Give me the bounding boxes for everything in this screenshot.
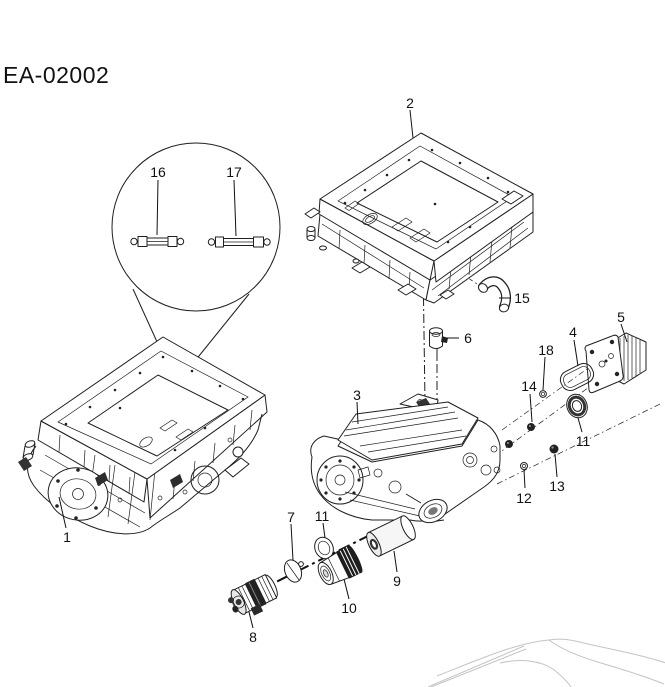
oil-pump-drawing [228, 574, 278, 616]
oil-seal-right-drawing [566, 393, 588, 419]
callout-7[interactable]: 7 [287, 509, 295, 525]
fuse-17-drawing [207, 236, 271, 248]
transaxle-assembly-drawing [310, 393, 501, 524]
callout-12[interactable]: 12 [516, 490, 532, 506]
callout-5[interactable]: 5 [617, 309, 625, 325]
oil-filter-cap-drawing [317, 545, 363, 586]
callout-3[interactable]: 3 [353, 387, 361, 403]
o-ring-18-drawing [539, 390, 547, 398]
cooler-gasket-drawing [559, 362, 595, 392]
callout-8[interactable]: 8 [249, 629, 257, 645]
diagram-code: EA-02002 [3, 62, 110, 88]
callout-15[interactable]: 15 [514, 290, 530, 306]
callout-1[interactable]: 1 [63, 529, 71, 545]
hose-drawing [478, 276, 512, 313]
leader-lines [58, 109, 628, 629]
callout-6[interactable]: 6 [464, 330, 472, 346]
washer-12-drawing [520, 462, 528, 470]
inverter-assembly-drawing [304, 132, 534, 304]
fuse-16-drawing [130, 236, 185, 247]
car-body-outline [427, 638, 665, 687]
plug-13-drawing [549, 444, 559, 454]
callout-16[interactable]: 16 [150, 164, 166, 180]
callout-17[interactable]: 17 [226, 164, 242, 180]
detail-circle [111, 142, 281, 378]
breather-valve-drawing [429, 327, 448, 360]
oil-seal-bottom-drawing [314, 536, 334, 560]
callout-9[interactable]: 9 [393, 573, 401, 589]
callout-14[interactable]: 14 [521, 378, 537, 394]
callout-13[interactable]: 13 [549, 478, 565, 494]
callout-4[interactable]: 4 [569, 324, 577, 340]
complete-assembly-drawing [18, 336, 268, 535]
end-cap-disc-drawing [283, 559, 304, 583]
callout-11-bottom[interactable]: 11 [314, 508, 330, 524]
callout-18[interactable]: 18 [538, 342, 554, 358]
callout-11-right[interactable]: 11 [575, 433, 591, 449]
bolt-14-drawing [505, 423, 535, 448]
oil-cooler-drawing [584, 332, 647, 394]
oil-filter-element-drawing [366, 515, 416, 557]
callout-2[interactable]: 2 [406, 95, 414, 111]
callout-10[interactable]: 10 [341, 600, 357, 616]
